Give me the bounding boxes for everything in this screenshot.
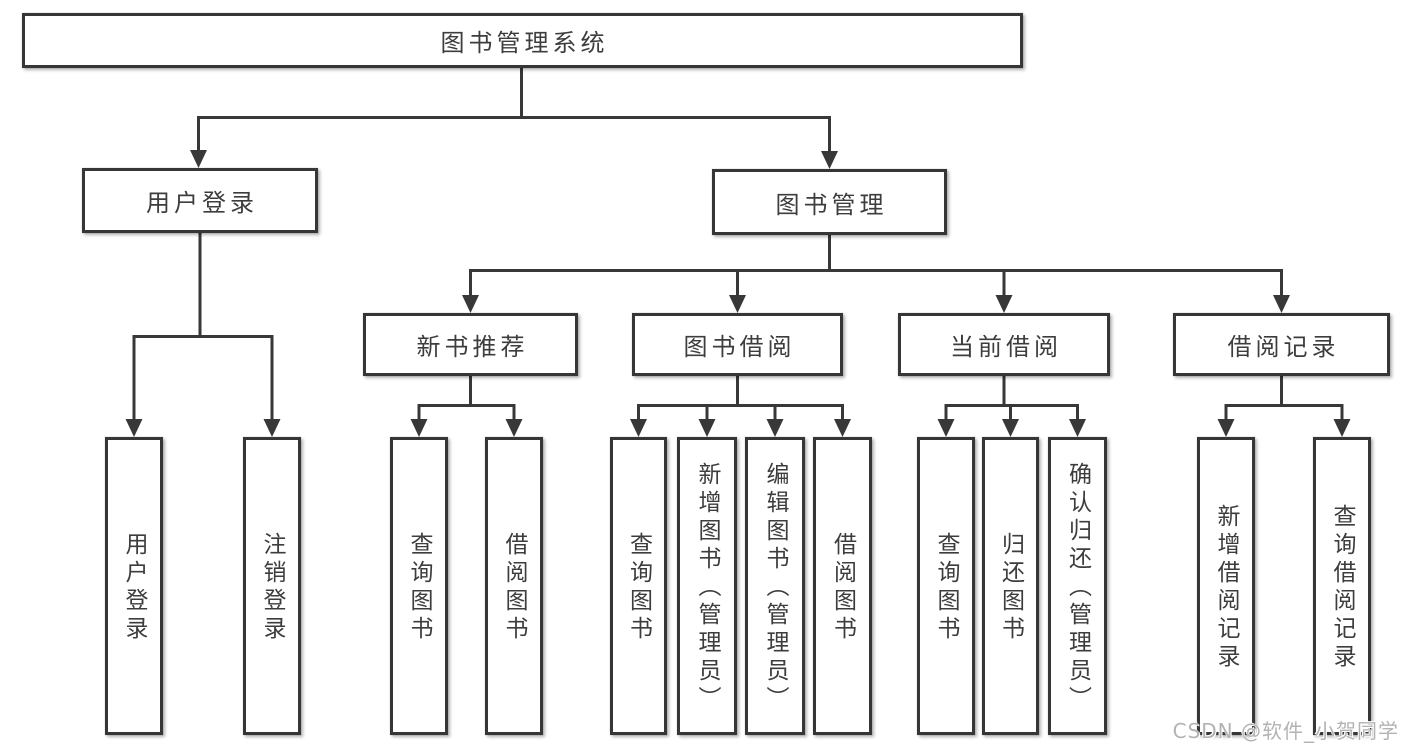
node-label: 图书管理系统 xyxy=(440,29,609,57)
connector-book-borrow-to-leaves xyxy=(630,376,851,437)
node-label: 注销登录 xyxy=(259,532,285,644)
arrow-down-icon xyxy=(263,419,281,437)
arrow-down-icon xyxy=(462,295,479,313)
csdn-watermark: CSDN @软件_小贺同学 xyxy=(1172,719,1399,743)
node-current-borrow: 当前借阅 xyxy=(898,313,1110,376)
arrow-down-icon xyxy=(995,295,1013,313)
node-leaf-query-borrow-record: 查询借阅记录 xyxy=(1313,437,1371,735)
node-label: 借阅图书 xyxy=(501,532,527,644)
node-leaf-borrow-book: 借阅图书 xyxy=(813,437,872,735)
node-label: 查询借阅记录 xyxy=(1329,504,1355,672)
node-label: 新增借阅记录 xyxy=(1213,504,1239,672)
arrow-down-icon xyxy=(766,419,784,437)
node-label: 编辑图书（管理员） xyxy=(762,462,788,714)
connector-new-book-recommend-to-leaves xyxy=(410,376,523,437)
node-leaf-logout: 注销登录 xyxy=(243,437,301,735)
arrow-down-icon xyxy=(937,419,955,437)
arrow-down-icon xyxy=(1273,295,1290,313)
arrow-down-icon xyxy=(125,419,143,437)
node-borrow-records: 借阅记录 xyxy=(1173,313,1390,376)
node-label: 新增图书（管理员） xyxy=(694,462,720,714)
node-label: 图书管理 xyxy=(775,190,888,219)
node-book-borrow: 图书借阅 xyxy=(632,313,843,376)
arrow-down-icon xyxy=(834,419,851,437)
connector-user-login-to-leaves xyxy=(125,233,281,437)
node-root: 图书管理系统 xyxy=(22,13,1023,68)
node-label: 当前借阅 xyxy=(950,333,1062,361)
node-book-management: 图书管理 xyxy=(712,169,947,235)
arrow-down-icon xyxy=(1002,419,1019,437)
arrow-down-icon xyxy=(729,295,746,313)
connector-borrow-records-to-leaves xyxy=(1217,376,1351,437)
node-leaf-add-book-admin: 新增图书（管理员） xyxy=(677,437,737,735)
node-label: 用户登录 xyxy=(146,189,258,217)
node-leaf-user-login: 用户登录 xyxy=(105,437,163,735)
node-leaf-query-book-recommend: 查询图书 xyxy=(390,437,448,735)
node-label: 新书推荐 xyxy=(416,333,529,361)
arrow-down-icon xyxy=(1217,419,1235,437)
node-label: 归还图书 xyxy=(997,532,1024,644)
node-leaf-query-book-borrow: 查询图书 xyxy=(610,437,667,735)
node-leaf-confirm-return-admin: 确认归还（管理员） xyxy=(1048,437,1107,735)
connector-root-to-level2 xyxy=(190,68,838,169)
arrow-down-icon xyxy=(410,419,428,437)
arrow-down-icon xyxy=(821,151,838,169)
connector-current-borrow-to-leaves xyxy=(937,376,1086,437)
node-leaf-edit-book-admin: 编辑图书（管理员） xyxy=(745,437,805,735)
node-label: 用户登录 xyxy=(121,532,147,644)
arrow-down-icon xyxy=(1069,419,1086,437)
node-leaf-borrow-book-recommend: 借阅图书 xyxy=(485,437,543,735)
connector-book-management-to-level3 xyxy=(462,235,1290,313)
node-label: 借阅图书 xyxy=(829,532,856,644)
node-label: 图书借阅 xyxy=(683,333,796,361)
node-label: 查询图书 xyxy=(933,532,959,644)
node-leaf-add-borrow-record: 新增借阅记录 xyxy=(1197,437,1255,735)
arrow-down-icon xyxy=(190,150,207,168)
node-label: 借阅记录 xyxy=(1227,333,1340,361)
node-label: 查询图书 xyxy=(625,532,652,644)
arrow-down-icon xyxy=(505,419,523,437)
node-user-login: 用户登录 xyxy=(82,168,318,233)
node-label: 确认归还（管理员） xyxy=(1064,462,1091,714)
node-label: 查询图书 xyxy=(406,532,432,644)
arrow-down-icon xyxy=(698,419,716,437)
arrow-down-icon xyxy=(630,419,647,437)
node-leaf-query-book-current: 查询图书 xyxy=(917,437,975,735)
arrow-down-icon xyxy=(1333,419,1351,437)
node-leaf-return-book: 归还图书 xyxy=(982,437,1039,735)
node-new-book-recommend: 新书推荐 xyxy=(363,313,578,376)
